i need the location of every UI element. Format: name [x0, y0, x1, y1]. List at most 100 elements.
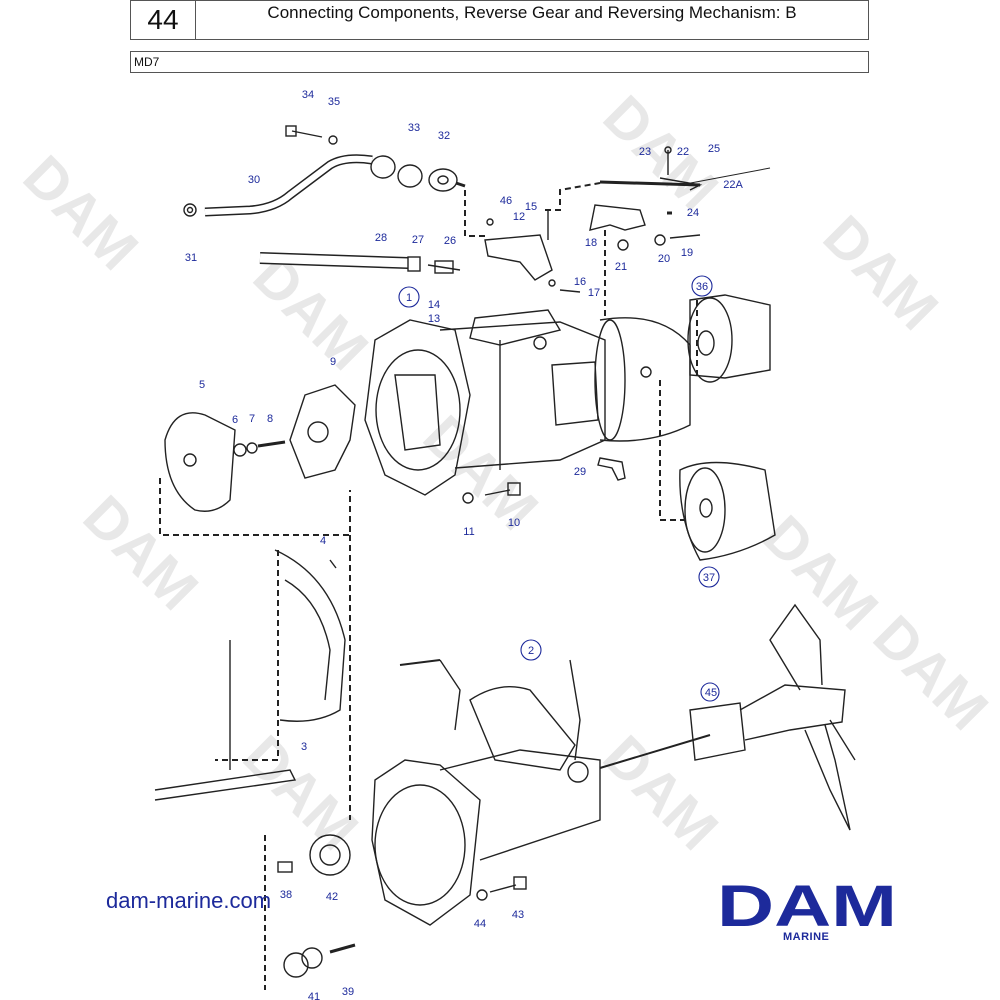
callout-11: 11 [463, 526, 474, 538]
callout-28: 28 [375, 232, 387, 244]
shift-lever [569, 659, 581, 761]
nipple-26 [427, 264, 461, 271]
callout-27: 27 [412, 234, 424, 246]
callout-33: 33 [408, 122, 420, 134]
callout-38: 38 [280, 889, 292, 901]
mount-rail [154, 769, 297, 801]
callout-9: 9 [330, 356, 336, 368]
bolt-17 [559, 289, 581, 293]
callout-32: 32 [438, 130, 450, 142]
callout-12: 12 [513, 211, 525, 223]
callout-8: 8 [267, 413, 273, 425]
plate-12 [484, 234, 553, 281]
washer-41a [283, 952, 309, 978]
callout-22A: 22A [723, 179, 743, 191]
washer-16 [548, 279, 556, 287]
washer-6 [233, 443, 247, 457]
plug-38 [277, 861, 293, 873]
watermark: DAM [811, 203, 950, 342]
washer-20 [654, 234, 666, 246]
propeller-blade-2 [804, 724, 851, 831]
propeller-blade-1 [769, 603, 823, 691]
watermark: DAM [411, 403, 550, 542]
callout-15: 15 [525, 201, 537, 213]
flange-32 [428, 168, 458, 192]
logo-subtitle: MARINE [783, 931, 830, 943]
coupling-9 [289, 384, 356, 479]
watermark: DAM [591, 723, 730, 862]
callout-circles [398, 275, 720, 702]
plug-39 [329, 943, 356, 954]
bolt-34 [291, 130, 323, 138]
callout-23: 23 [639, 146, 651, 158]
flange-36 [689, 294, 771, 379]
prop-shaft [599, 734, 711, 769]
top-cover [469, 309, 562, 346]
gear-42 [309, 834, 351, 876]
callout-30: 30 [248, 174, 260, 186]
bracket-18 [589, 204, 646, 231]
dam-logo: DAM [717, 878, 897, 939]
callout-37: 37 [703, 572, 715, 584]
callout-42: 42 [326, 891, 338, 903]
connection-lines [159, 182, 698, 990]
control-box [551, 361, 599, 426]
callout-1: 1 [406, 292, 412, 304]
watermark: DAM [861, 603, 1000, 742]
watermark: DAM [11, 143, 150, 282]
callout-7: 7 [249, 413, 255, 425]
callout-22: 22 [677, 146, 689, 158]
bolt-19 [669, 234, 701, 239]
callout-24: 24 [687, 207, 699, 219]
callout-16: 16 [574, 276, 586, 288]
bolt-43 [489, 884, 517, 893]
clamp-27 [407, 256, 421, 272]
housing-flange-1 [364, 319, 471, 496]
callout-36: 36 [696, 281, 708, 293]
clamp-22A [659, 177, 703, 191]
flexible-coupling-45 [689, 702, 746, 761]
callout-41: 41 [308, 991, 320, 1000]
callout-21: 21 [615, 261, 627, 273]
flange-5 [164, 412, 236, 512]
bolt-10 [484, 489, 511, 496]
callout-44: 44 [474, 918, 486, 930]
callout-18: 18 [585, 237, 597, 249]
model-label: MD7 [130, 51, 869, 73]
callout-19: 19 [681, 247, 693, 259]
washer-21 [617, 239, 629, 251]
callout-3: 3 [301, 741, 307, 753]
callout-29: 29 [574, 466, 586, 478]
callout-6: 6 [232, 414, 238, 426]
washer-35 [328, 135, 338, 145]
pipe-30 [204, 154, 373, 217]
site-link[interactable]: dam-marine.com [106, 888, 272, 913]
bolt-8 [257, 440, 286, 448]
callout-13: 13 [428, 313, 440, 325]
callout-35: 35 [328, 96, 340, 108]
callout-34: 34 [302, 89, 314, 101]
callout-31: 31 [185, 252, 197, 264]
callout-10: 10 [508, 517, 520, 529]
washer-44 [476, 889, 488, 901]
nut-46 [486, 218, 494, 226]
fitting-31 [183, 203, 197, 217]
callout-45: 45 [705, 687, 717, 699]
callout-14: 14 [428, 299, 440, 311]
header-box: 44 Connecting Components, Reverse Gear a… [130, 0, 869, 40]
callout-39: 39 [342, 986, 354, 998]
propeller-hub [739, 684, 846, 741]
washer-11 [462, 492, 474, 504]
callout-46: 46 [500, 195, 512, 207]
callout-17: 17 [588, 287, 600, 299]
elbow-29 [597, 457, 626, 481]
watermark: DAM [751, 503, 890, 642]
lever-arm [439, 659, 461, 731]
flange-37 [679, 461, 776, 561]
gasket-3 [274, 549, 346, 722]
washer-7 [246, 442, 258, 454]
callout-5: 5 [199, 379, 205, 391]
callout-20: 20 [658, 253, 670, 265]
logo-wordmark: DAM [717, 878, 897, 939]
